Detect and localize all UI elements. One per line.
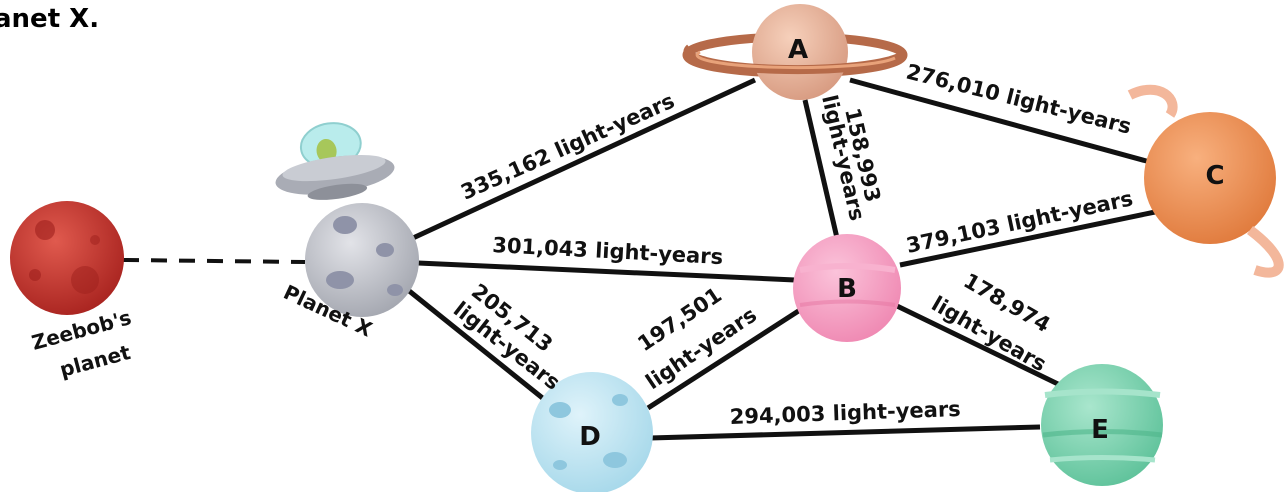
- edge-zeebob-x: [122, 258, 306, 264]
- edge-x-a: [411, 77, 757, 241]
- planet-e: [1041, 364, 1163, 486]
- ufo-icon: [275, 122, 395, 200]
- edge-b-d: [646, 307, 802, 411]
- edge-x-b: [417, 260, 796, 283]
- edge-x-d: [406, 288, 547, 402]
- zeebob-planet: [10, 201, 124, 315]
- edge-label-d-e: 294,003 light-years: [729, 397, 961, 429]
- planet-x: [305, 203, 419, 317]
- edge-b-c: [899, 209, 1156, 268]
- edge-label-x-a: 335,162 light-years: [457, 89, 678, 205]
- zeebob-label-line2: planet: [57, 340, 133, 382]
- planet-d: [531, 372, 653, 492]
- edge-a-b: [802, 99, 840, 239]
- planet-d-label: D: [579, 422, 601, 452]
- planet-c: [1127, 84, 1284, 278]
- planet-a: [682, 4, 908, 100]
- edge-label-x-b: 301,043 light-years: [492, 233, 724, 269]
- edge-a-c: [849, 77, 1151, 165]
- planet-e-label: E: [1091, 415, 1109, 445]
- page-title: anet X.: [0, 4, 100, 34]
- planet-b-label: B: [837, 274, 857, 304]
- edge-b-e: [893, 302, 1062, 388]
- planet-a-label: A: [788, 35, 808, 65]
- planet-c-label: C: [1205, 161, 1224, 191]
- edge-d-e: [649, 424, 1041, 441]
- planet-b: [793, 234, 901, 342]
